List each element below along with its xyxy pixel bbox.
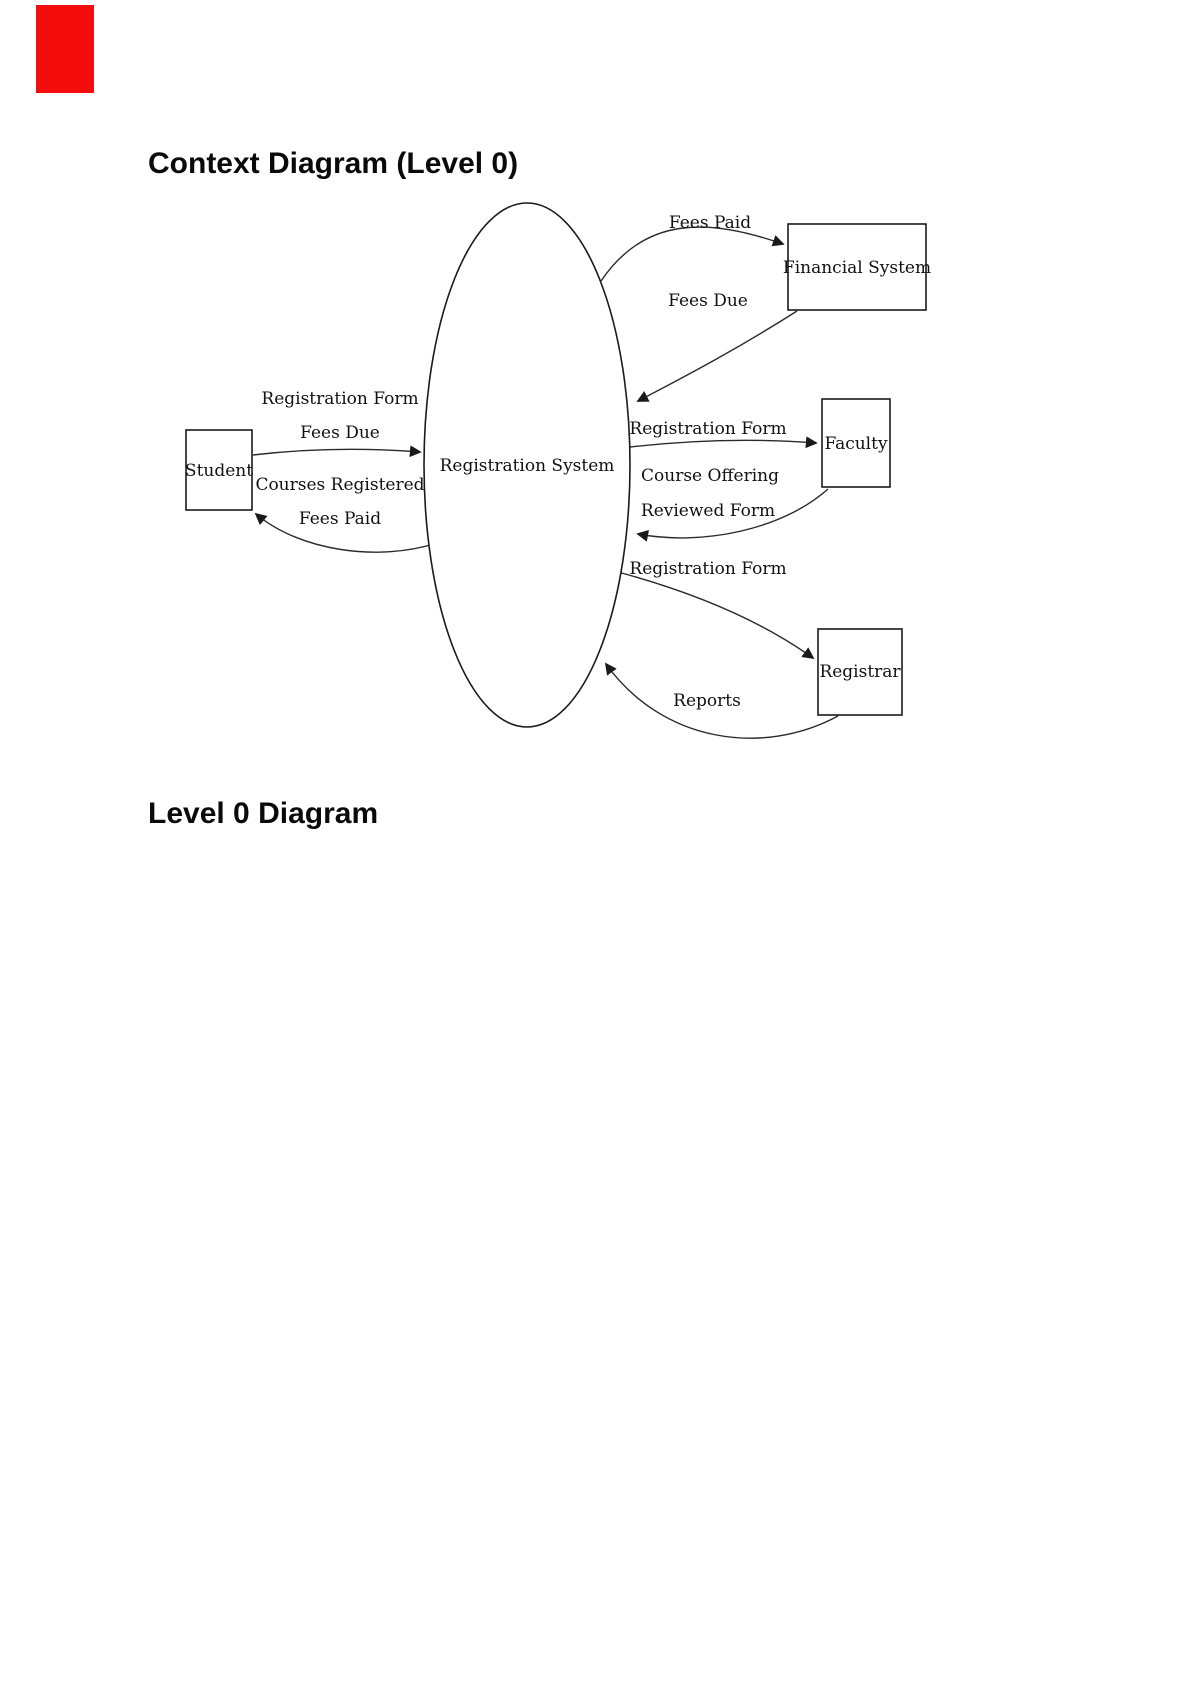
label-courses-registered: Courses Registered: [255, 475, 424, 495]
red-marker-block: [36, 5, 94, 93]
label-registration-form-registrar: Registration Form: [629, 559, 786, 579]
flow-system-to-student: [254, 512, 438, 553]
label-fees-due-financial: Fees Due: [668, 291, 748, 311]
label-fees-paid-financial: Fees Paid: [669, 213, 751, 233]
entity-registrar: [817, 628, 903, 716]
flow-fees-due-from-financial: [636, 310, 798, 402]
entity-financial-system-label: Financial System: [783, 258, 931, 278]
flow-registrar-to-system: [604, 662, 839, 739]
context-diagram: Registration System Student Financial Sy…: [185, 202, 931, 739]
level-0-diagram-heading: Level 0 Diagram: [148, 797, 379, 830]
label-fees-paid-student: Fees Paid: [299, 509, 381, 529]
flow-student-to-system: [252, 445, 422, 458]
flow-system-to-registrar: [617, 571, 815, 660]
entity-faculty: [821, 398, 891, 488]
label-registration-form-faculty: Registration Form: [629, 419, 786, 439]
context-diagram-heading: Context Diagram (Level 0): [148, 147, 519, 180]
process-label: Registration System: [440, 456, 615, 476]
entity-student: [185, 429, 253, 511]
process-registration-system: [423, 202, 631, 728]
label-registration-form-student: Registration Form: [261, 389, 418, 409]
flow-fees-paid-to-financial: [600, 226, 785, 282]
label-reports: Reports: [673, 691, 741, 711]
label-course-offering: Course Offering: [641, 466, 779, 486]
entity-financial-system: [787, 223, 927, 311]
label-reviewed-form: Reviewed Form: [641, 501, 775, 521]
entity-faculty-label: Faculty: [824, 434, 888, 454]
entity-student-label: Student: [185, 461, 253, 481]
flow-faculty-to-system: [636, 488, 829, 542]
flow-system-to-faculty: [629, 436, 818, 449]
entity-registrar-label: Registrar: [819, 662, 901, 682]
label-fees-due-student: Fees Due: [300, 423, 380, 443]
